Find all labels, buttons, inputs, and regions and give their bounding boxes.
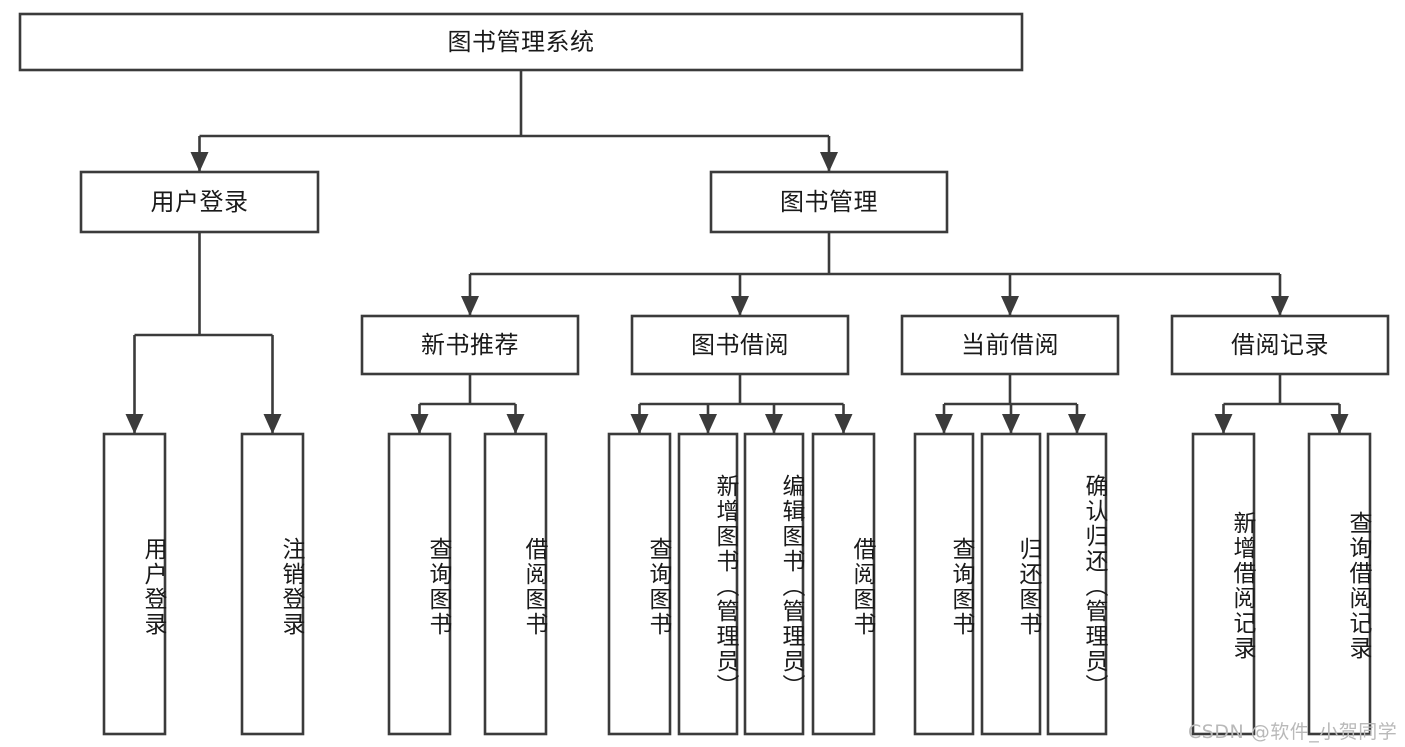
node-box-leaf-confirm-return[interactable] xyxy=(1046,432,1108,736)
arrow-head-icon xyxy=(1002,414,1020,434)
node-box-leaf-query-book-3[interactable] xyxy=(913,432,975,736)
node-box-leaf-query-record[interactable] xyxy=(1307,432,1372,736)
arrow-head-icon xyxy=(125,414,144,434)
arrow-head-icon xyxy=(630,414,649,434)
node-box-leaf-add-record[interactable] xyxy=(1191,432,1256,736)
arrow-head-icon xyxy=(1330,414,1349,434)
arrow-head-icon xyxy=(834,414,853,434)
arrow-head-icon xyxy=(935,414,953,434)
node-box-leaf-return-book[interactable] xyxy=(980,432,1042,736)
node-box-borrow-record[interactable] xyxy=(1170,314,1390,376)
node-box-leaf-add-book[interactable] xyxy=(677,432,739,736)
node-box-leaf-borrow-book-2[interactable] xyxy=(811,432,876,736)
node-box-new-book-rec[interactable] xyxy=(360,314,580,376)
arrow-head-icon xyxy=(263,414,282,434)
arrow-head-icon xyxy=(410,414,429,434)
node-box-leaf-edit-book[interactable] xyxy=(743,432,805,736)
arrow-head-icon xyxy=(461,296,479,316)
node-box-leaf-query-book-1[interactable] xyxy=(387,432,452,736)
node-box-book-borrow[interactable] xyxy=(630,314,850,376)
arrow-head-icon xyxy=(820,152,838,172)
node-box-leaf-user-login[interactable] xyxy=(102,432,167,736)
node-box-current-borrow[interactable] xyxy=(900,314,1120,376)
arrow-head-icon xyxy=(731,296,749,316)
node-box-user-login[interactable] xyxy=(79,170,320,234)
arrow-head-icon xyxy=(1001,296,1019,316)
arrow-head-icon xyxy=(190,152,209,172)
node-box-leaf-user-logout[interactable] xyxy=(240,432,305,736)
arrow-head-icon xyxy=(1214,414,1233,434)
node-box-book-manage[interactable] xyxy=(709,170,949,234)
node-box-leaf-query-book-2[interactable] xyxy=(607,432,672,736)
arrow-head-icon xyxy=(1068,414,1086,434)
arrow-head-icon xyxy=(506,414,525,434)
arrow-head-icon xyxy=(765,414,783,434)
node-box-leaf-borrow-book-1[interactable] xyxy=(483,432,548,736)
edge-layer xyxy=(125,70,1349,434)
arrow-head-icon xyxy=(1271,296,1289,316)
box-layer xyxy=(18,12,1390,736)
arrow-head-icon xyxy=(699,414,717,434)
node-box-root[interactable] xyxy=(18,12,1024,72)
